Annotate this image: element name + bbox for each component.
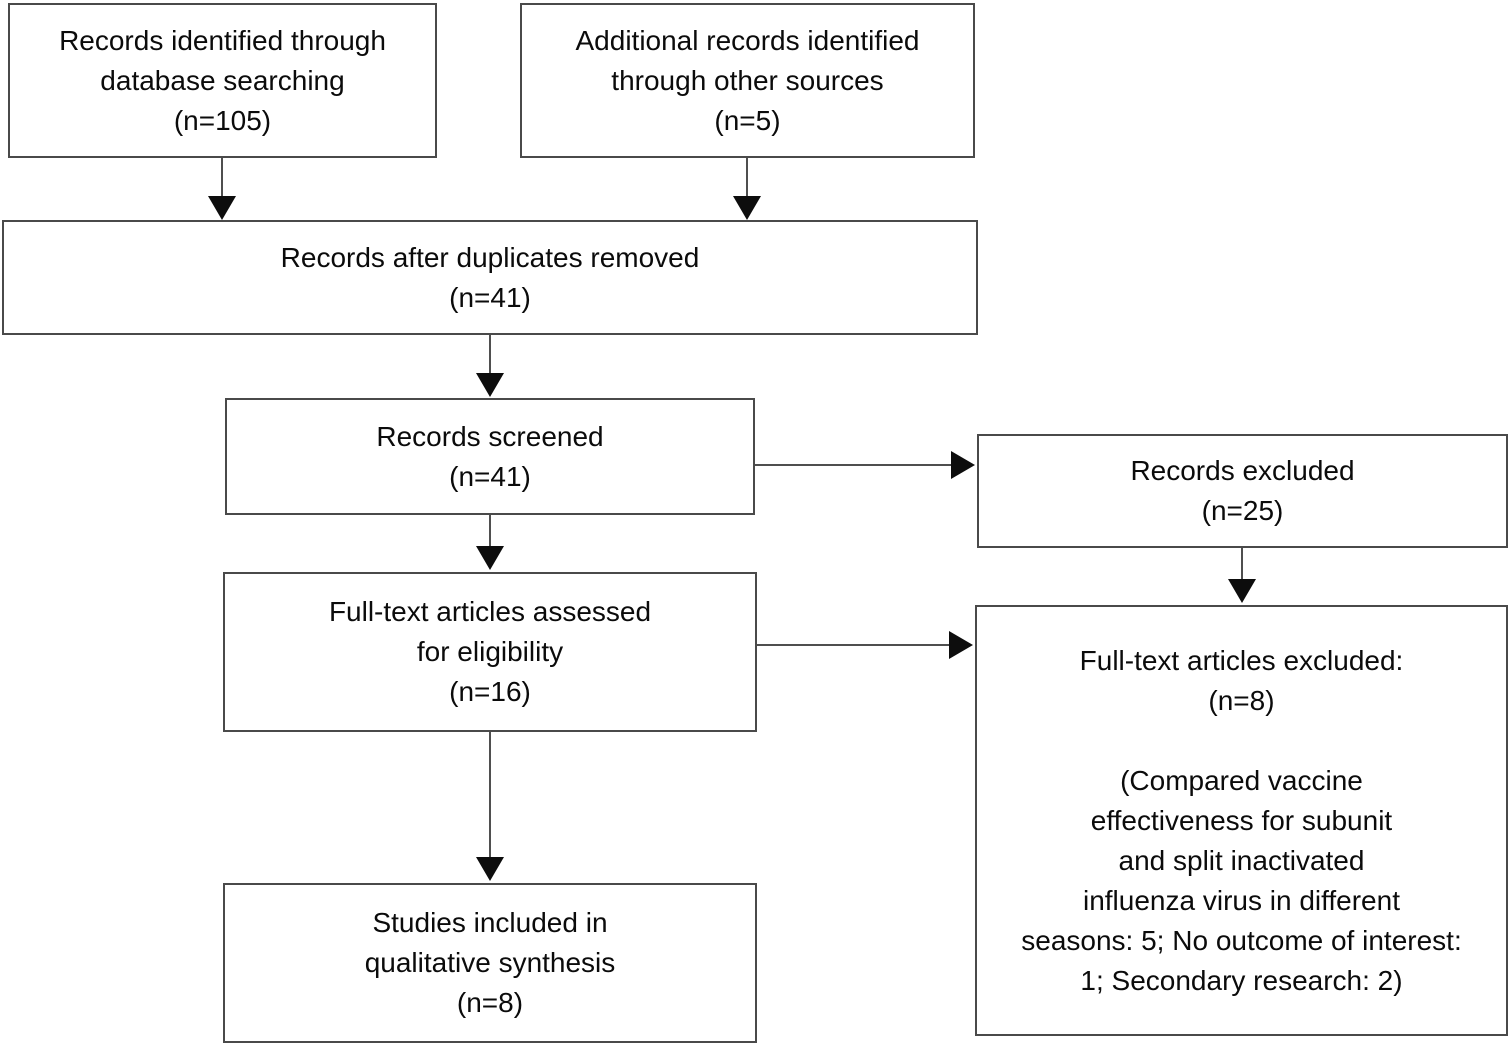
arrow-right-icon — [951, 451, 975, 479]
box-additional-records: Additional records identified through ot… — [520, 3, 975, 158]
box-fulltext-assessed-text: Full-text articles assessed for eligibil… — [328, 596, 652, 707]
arrow-down-icon — [733, 196, 761, 220]
box-records-excluded-text: Records excluded (n=25) — [1130, 455, 1355, 526]
box-records-screened-text: Records screened (n=41) — [376, 420, 604, 492]
arrow-down-icon — [208, 196, 236, 220]
arrow-down-icon — [476, 857, 504, 881]
box-fulltext-excluded-text: Full-text articles excluded: (n=8) (Comp… — [1021, 644, 1462, 996]
box-records-screened: Records screened (n=41) — [225, 398, 755, 515]
box-records-excluded: Records excluded (n=25) — [977, 434, 1508, 548]
box-records-identified-text: Records identified through database sear… — [59, 24, 386, 136]
box-studies-included: Studies included in qualitative synthesi… — [223, 883, 757, 1043]
arrow-fulltext-to-excluded-stem — [757, 644, 951, 646]
box-duplicates-removed-text: Records after duplicates removed (n=41) — [280, 241, 700, 313]
box-studies-included-text: Studies included in qualitative synthesi… — [364, 907, 616, 1018]
box-fulltext-assessed: Full-text articles assessed for eligibil… — [223, 572, 757, 732]
box-duplicates-removed: Records after duplicates removed (n=41) — [2, 220, 978, 335]
arrow-identified-to-duplicates-stem — [221, 158, 223, 198]
arrow-additional-to-duplicates-stem — [746, 158, 748, 198]
arrow-excluded-to-fulltext-excluded-stem — [1241, 548, 1243, 581]
arrow-screened-to-fulltext-stem — [489, 515, 491, 548]
box-records-identified: Records identified through database sear… — [8, 3, 437, 158]
arrow-screened-to-excluded-stem — [755, 464, 953, 466]
arrow-fulltext-to-included-stem — [489, 732, 491, 859]
arrow-duplicates-to-screened-stem — [489, 335, 491, 375]
arrow-right-icon — [949, 631, 973, 659]
box-fulltext-excluded: Full-text articles excluded: (n=8) (Comp… — [975, 605, 1508, 1036]
arrow-down-icon — [476, 373, 504, 397]
arrow-down-icon — [1228, 579, 1256, 603]
box-additional-records-text: Additional records identified through ot… — [575, 24, 920, 136]
arrow-down-icon — [476, 546, 504, 570]
